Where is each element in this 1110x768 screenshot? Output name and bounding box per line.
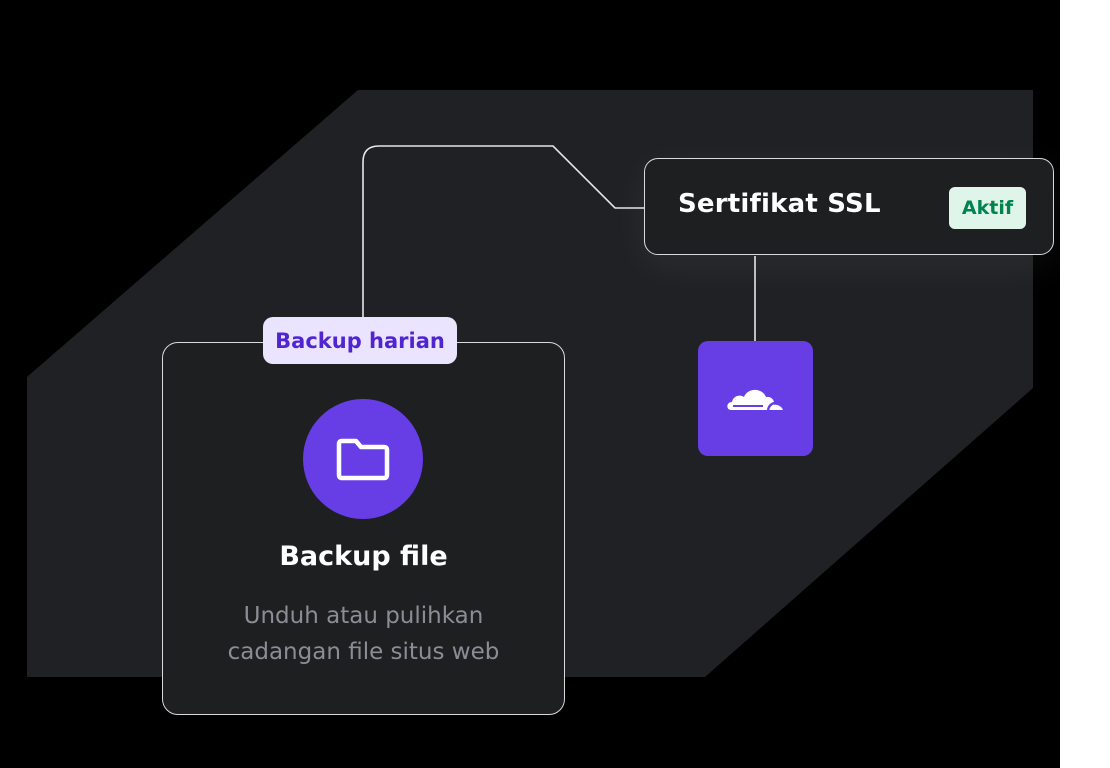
cloudflare-cloud-icon (726, 389, 783, 410)
cloudflare-tile (698, 341, 813, 456)
ssl-certificate-card: Sertifikat SSL Aktif (644, 158, 1054, 255)
folder-icon-circle (303, 399, 423, 519)
backup-description-line: Unduh atau pulihkan (243, 603, 484, 629)
connector-lines (362, 145, 756, 341)
backup-card-title: Backup file (279, 541, 448, 572)
diagram-stage: Sertifikat SSL Aktif Backup harian Backu… (0, 0, 1060, 768)
connector-backup-to-ssl (362, 145, 644, 317)
folder-icon (336, 438, 390, 481)
ssl-card-title: Sertifikat SSL (678, 189, 881, 219)
backup-description-line: cadangan file situs web (227, 639, 500, 665)
backup-card-description: Unduh atau pulihkan cadangan file situs … (162, 598, 565, 670)
ssl-status-badge: Aktif (949, 187, 1026, 229)
daily-backup-tag: Backup harian (263, 317, 457, 364)
